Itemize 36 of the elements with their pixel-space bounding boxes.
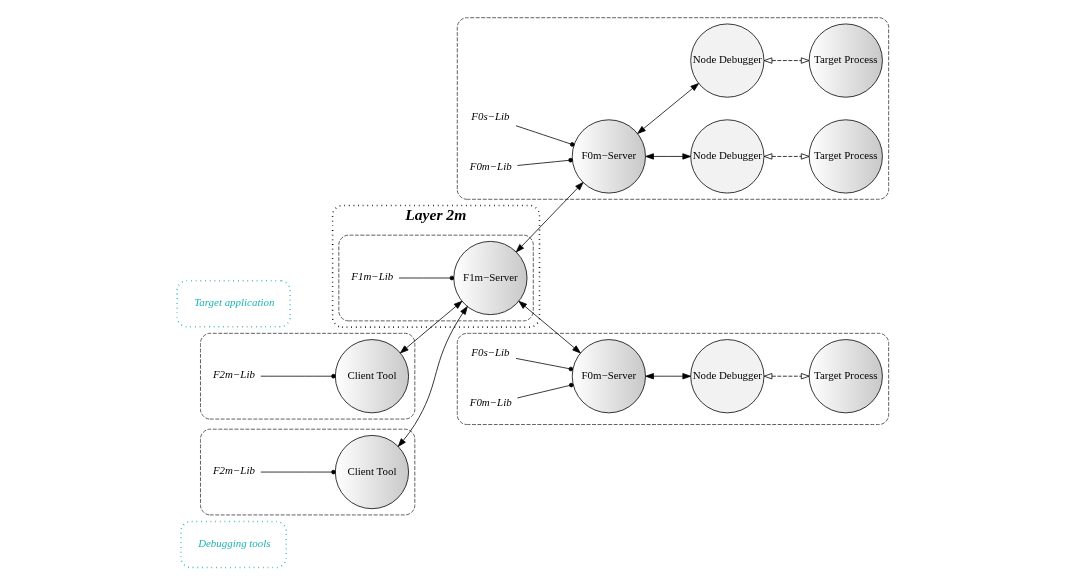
connector xyxy=(517,157,573,166)
connector xyxy=(398,275,455,281)
arrow xyxy=(645,153,692,160)
connector xyxy=(260,373,336,379)
arrow xyxy=(645,373,692,380)
cluster xyxy=(456,17,890,200)
arrow xyxy=(400,300,463,354)
connector xyxy=(515,358,574,372)
node-text: F2m−Lib xyxy=(212,368,255,381)
cluster xyxy=(200,428,416,516)
connector xyxy=(515,125,575,147)
node-text: F0m−Lib xyxy=(469,396,512,409)
node-text: F0s−Lib xyxy=(471,109,510,122)
arrow xyxy=(637,83,699,134)
node-circle: Target Process xyxy=(808,119,883,194)
node-text: F0s−Lib xyxy=(471,345,510,358)
node-text: F1m−Lib xyxy=(351,270,394,283)
arrow xyxy=(763,57,810,64)
arrow xyxy=(763,153,810,160)
node-circle: Target Process xyxy=(808,339,883,414)
connector xyxy=(517,382,574,399)
node-circle: Target Process xyxy=(808,23,883,98)
node-text: F0m−Lib xyxy=(469,160,512,173)
arrow xyxy=(763,373,810,380)
cluster xyxy=(338,234,534,322)
node-circle: Node Debugger xyxy=(690,339,765,414)
node-box: Target application xyxy=(176,279,291,328)
connector xyxy=(260,469,336,475)
arrow xyxy=(397,306,468,447)
node-circle: Node Debugger xyxy=(690,119,765,194)
node-box: Debugging tools xyxy=(180,520,287,569)
cluster xyxy=(456,332,890,425)
arrow xyxy=(518,300,581,354)
cluster xyxy=(200,332,416,420)
node-text: F2m−Lib xyxy=(212,464,255,477)
arrow xyxy=(515,182,584,253)
